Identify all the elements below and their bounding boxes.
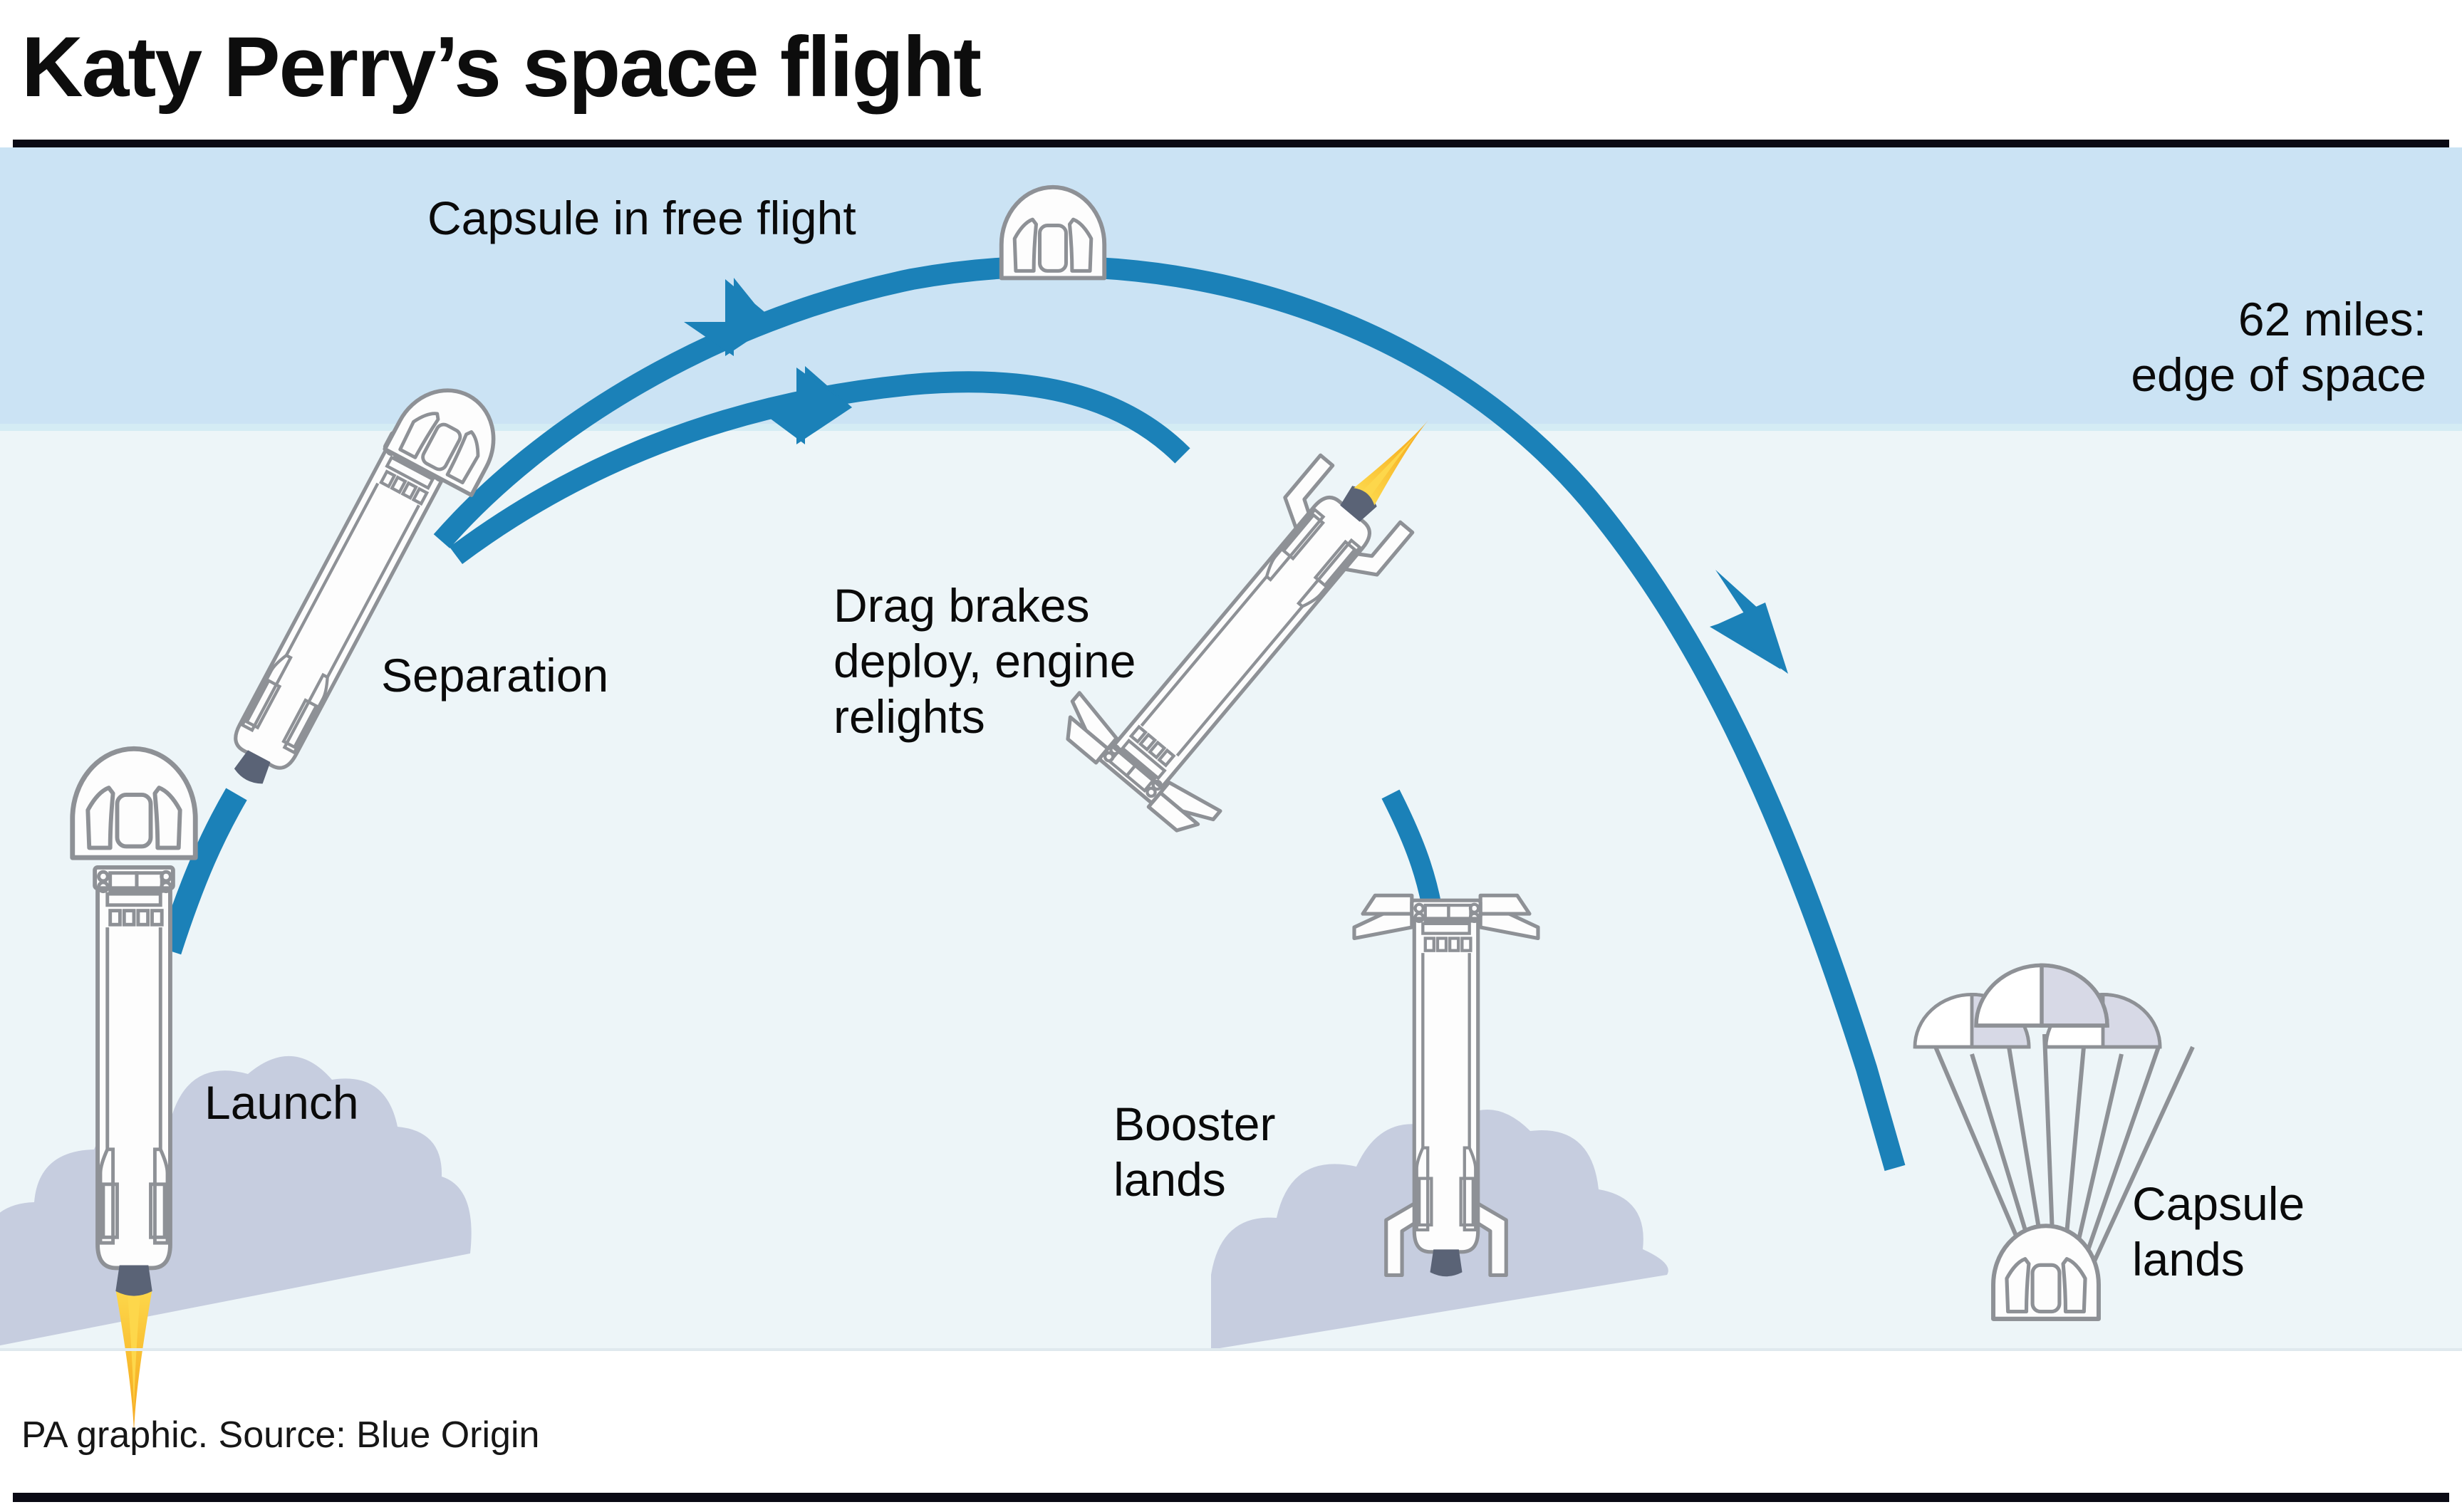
ground-line — [0, 1348, 2462, 1351]
trajectory-ascent — [157, 788, 247, 955]
label-drag-brakes: Drag brakes deploy, engine relights — [833, 579, 1136, 743]
label-edge-of-space: 62 miles: edge of space — [2131, 293, 2426, 401]
label-separation: Separation — [381, 649, 609, 702]
landed-capsule — [1993, 1226, 2099, 1319]
label-booster-lands: Booster lands — [1113, 1097, 1276, 1206]
source-credit: PA graphic. Source: Blue Origin — [21, 1414, 540, 1456]
trajectory-capsule — [433, 256, 1906, 1172]
apex-capsule — [1002, 187, 1104, 278]
engine-flame-icon — [115, 1290, 152, 1439]
label-launch: Launch — [204, 1076, 359, 1129]
capsule-landing-group — [1915, 965, 2195, 1319]
launch-rocket — [70, 746, 198, 1439]
label-capsule-lands: Capsule lands — [2132, 1177, 2305, 1286]
drag-brake-booster — [1052, 419, 1429, 843]
page-title: Katy Perry’s space flight — [21, 19, 982, 115]
relight-flame-icon — [1354, 419, 1429, 506]
label-capsule-free-flight: Capsule in free flight — [427, 192, 856, 244]
header-divider — [13, 140, 2449, 147]
footer-divider — [13, 1493, 2449, 1502]
